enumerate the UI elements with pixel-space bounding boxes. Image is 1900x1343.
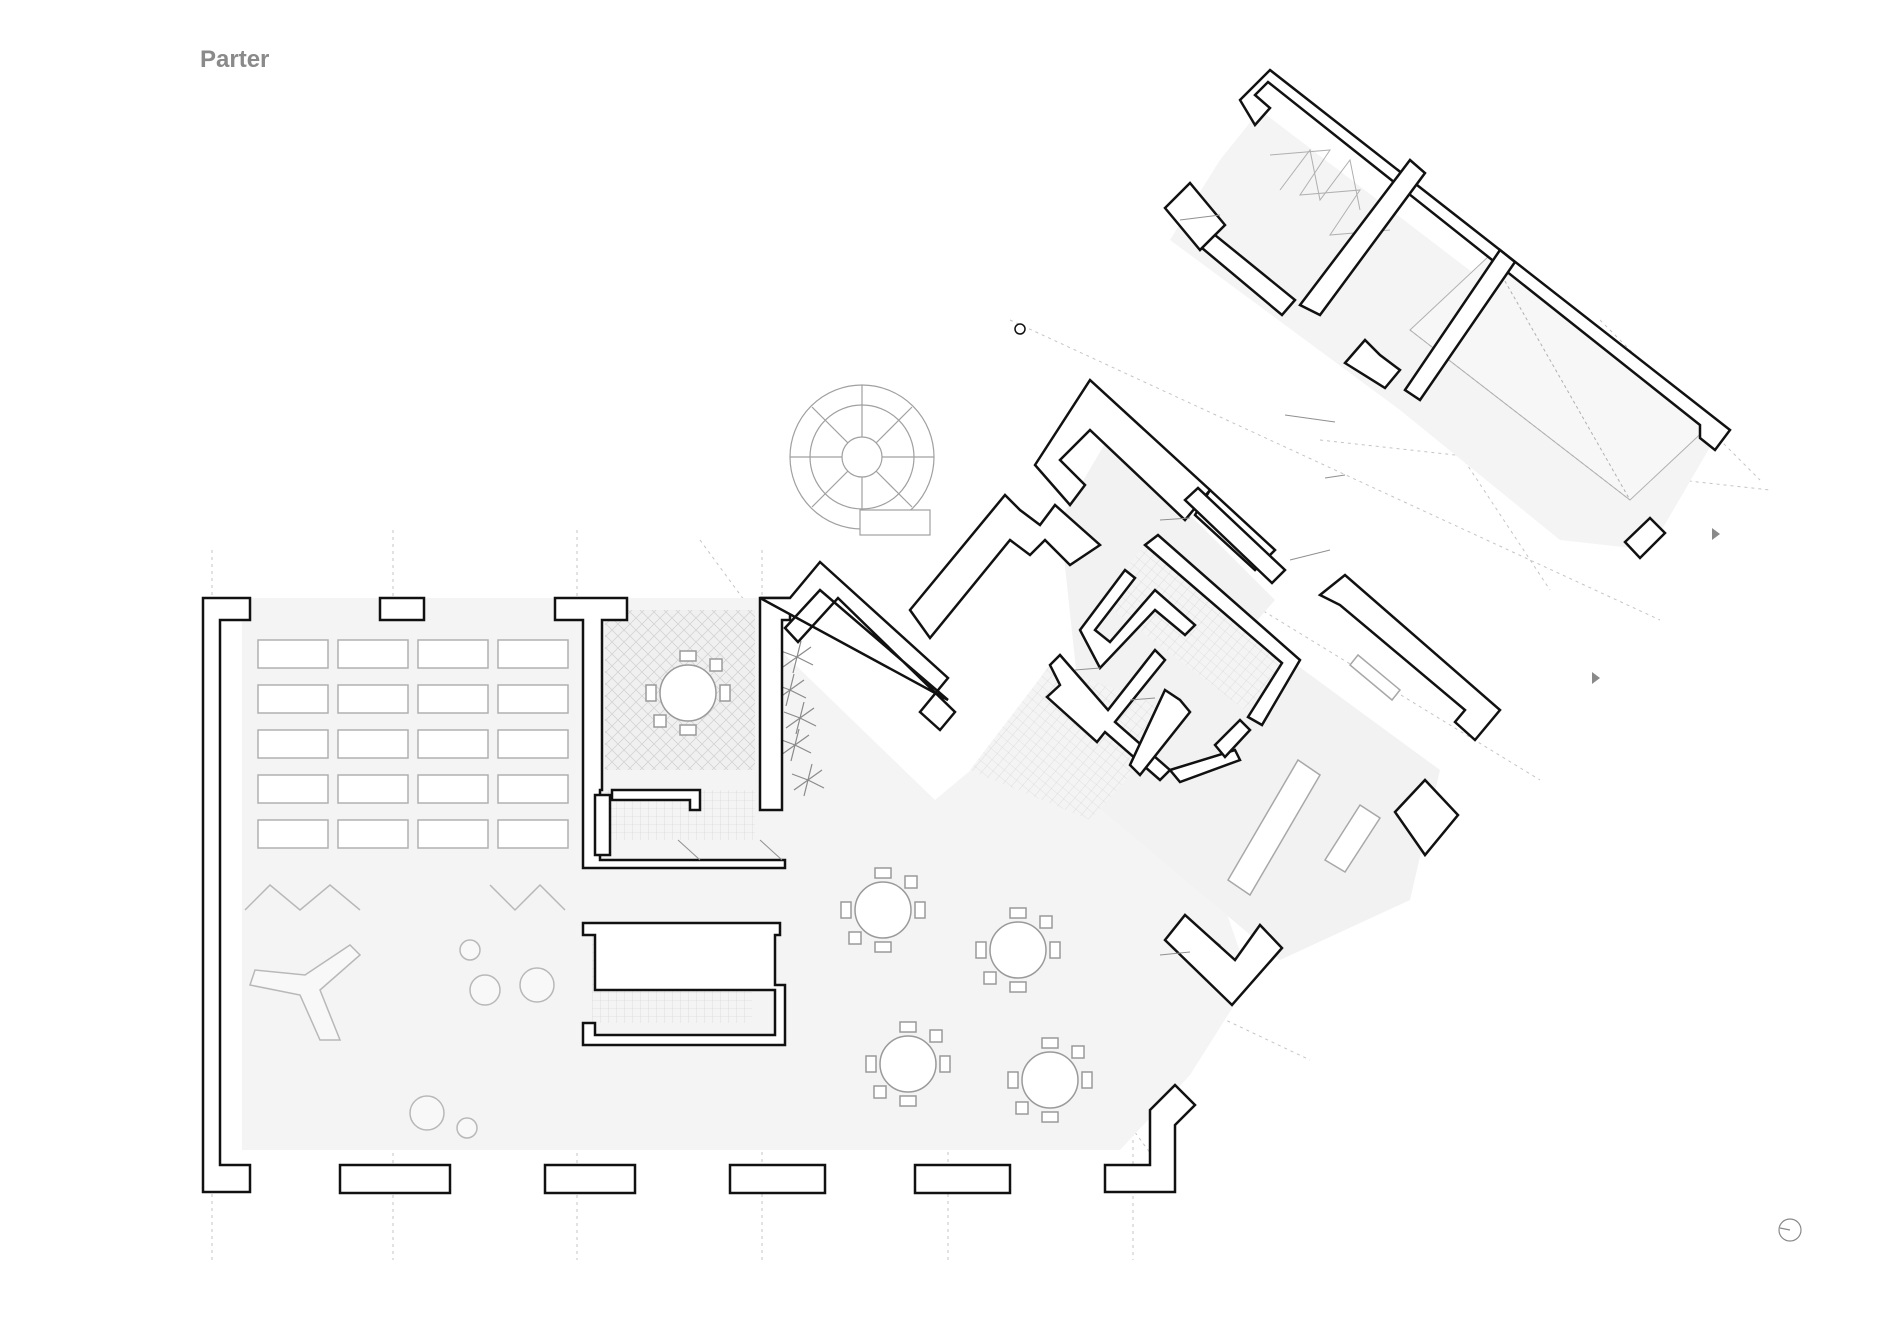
north-arrow-icon: [1778, 1218, 1802, 1242]
wall-diag-3: [1033, 378, 1212, 522]
dining-tables: [645, 650, 1093, 1123]
wall-annex-5: [1298, 158, 1427, 317]
desk-icon: [337, 639, 409, 669]
wall-diag-2: [908, 493, 1103, 641]
desk-icon: [497, 684, 569, 714]
wall-sanitary-5: [1167, 748, 1242, 784]
floor-main: [242, 598, 1250, 1150]
desk-icon: [417, 684, 489, 714]
wall-diag-5: [1183, 486, 1287, 585]
wall-annex-2: [1163, 181, 1227, 252]
round-table-icon: [1007, 1037, 1093, 1123]
column-marker-icon: [1014, 323, 1026, 335]
wall-wc: [593, 793, 612, 857]
page-title: Parter: [200, 46, 270, 73]
wall-annex-3: [1200, 233, 1297, 317]
play-area: [244, 883, 566, 1139]
round-table-icon: [865, 1021, 951, 1107]
desk-icon: [497, 729, 569, 759]
plant-icon: [791, 763, 825, 797]
plant-icon: [783, 701, 817, 735]
spiral-stair-icon: [789, 384, 935, 536]
wall-annex-6: [1403, 248, 1517, 402]
wall-sanitary-2: [1143, 533, 1302, 727]
wall-annex-4: [1343, 338, 1402, 390]
plant-icon: [780, 640, 814, 674]
round-table-icon: [645, 650, 731, 736]
desk-icon: [417, 729, 489, 759]
wall-annex-outer: [1238, 68, 1732, 452]
desk-icon: [497, 774, 569, 804]
desk-icon: [337, 819, 409, 849]
desk-icon: [497, 639, 569, 669]
desk-icon: [257, 774, 329, 804]
wall-north-block: [1317, 573, 1502, 742]
desk-icon: [417, 819, 489, 849]
wall-south-3: [728, 1163, 827, 1195]
desk-icon: [497, 819, 569, 849]
wall-sanitary-4: [1128, 688, 1192, 777]
desk-icon: [337, 684, 409, 714]
marker-triangle-icon: [1592, 672, 1600, 684]
plant-icon: [778, 728, 812, 762]
marker-triangle-icon: [1712, 528, 1720, 540]
wall-south-2: [543, 1163, 637, 1195]
round-table-icon: [975, 907, 1061, 993]
desk-icon: [257, 729, 329, 759]
wall-south-1: [338, 1163, 452, 1195]
wall-diag-1: [759, 560, 957, 732]
desk-grid: [257, 639, 569, 849]
desk-icon: [337, 774, 409, 804]
desk-icon: [257, 684, 329, 714]
wall-west: [201, 596, 252, 1194]
wall-storage: [581, 921, 787, 1047]
floor-sanitary-1: [1100, 545, 1290, 710]
desk-icon: [257, 639, 329, 669]
desk-icon: [417, 774, 489, 804]
wall-north-block-3: [1163, 913, 1284, 1007]
desk-icon: [257, 819, 329, 849]
wall-southeast: [1103, 1083, 1197, 1194]
round-table-icon: [840, 867, 926, 953]
wall-sanitary: [1078, 568, 1197, 671]
desk-icon: [337, 729, 409, 759]
plants: [773, 640, 825, 797]
walls: [201, 68, 1732, 1195]
wall-sanitary-6: [1213, 718, 1252, 759]
wall-south-4: [913, 1163, 1012, 1195]
wall-wc-inner: [610, 788, 702, 812]
door-swings: [677, 214, 1346, 956]
wall-segment: [378, 596, 426, 622]
wall-segment: [553, 596, 787, 870]
wall-annex-7: [1623, 516, 1667, 560]
desk-icon: [417, 639, 489, 669]
wall-north-block-2: [1393, 778, 1460, 858]
